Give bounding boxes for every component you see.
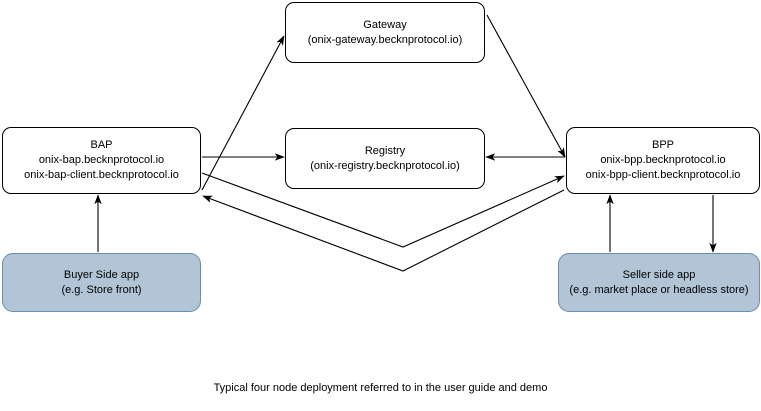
node-seller-side-app-subtitle: (e.g. market place or headless store) — [569, 283, 749, 296]
edge-gateway-to-bpp — [486, 14, 566, 158]
node-bap[interactable]: BAP onix-bap.becknprotocol.io onix-bap-c… — [2, 127, 201, 194]
node-bap-host-client: onix-bap-client.becknprotocol.io — [24, 169, 179, 181]
node-bap-title: BAP — [90, 139, 113, 151]
node-bpp-host-client: onix-bpp-client.becknprotocol.io — [585, 169, 741, 181]
node-registry-title: Registry — [364, 144, 406, 157]
edge-bap-to-gateway — [201, 35, 285, 191]
diagram-caption: Typical four node deployment referred to… — [213, 382, 548, 394]
node-bpp-host: onix-bpp.becknprotocol.io — [600, 154, 726, 166]
edge-bpp-to-bap — [202, 189, 565, 272]
node-buyer-side-app-title: Buyer Side app — [63, 268, 140, 281]
node-seller-side-app-title: Seller side app — [622, 268, 696, 281]
node-gateway[interactable]: Gateway (onix-gateway.becknprotocol.io) — [285, 2, 485, 63]
node-gateway-host: (onix-gateway.becknprotocol.io) — [307, 33, 463, 46]
node-bap-host: onix-bap.becknprotocol.io — [38, 154, 165, 166]
node-bpp[interactable]: BPP onix-bpp.becknprotocol.io onix-bpp-c… — [566, 127, 760, 194]
node-buyer-side-app-subtitle: (e.g. Store front) — [61, 283, 142, 296]
node-buyer-side-app[interactable]: Buyer Side app (e.g. Store front) — [2, 253, 201, 312]
node-bpp-title: BPP — [651, 139, 674, 151]
node-gateway-title: Gateway — [363, 18, 407, 31]
node-seller-side-app[interactable]: Seller side app (e.g. market place or he… — [558, 253, 760, 312]
node-registry[interactable]: Registry (onix-registry.becknprotocol.io… — [285, 128, 485, 189]
node-registry-host: (onix-registry.becknprotocol.io) — [310, 159, 460, 172]
